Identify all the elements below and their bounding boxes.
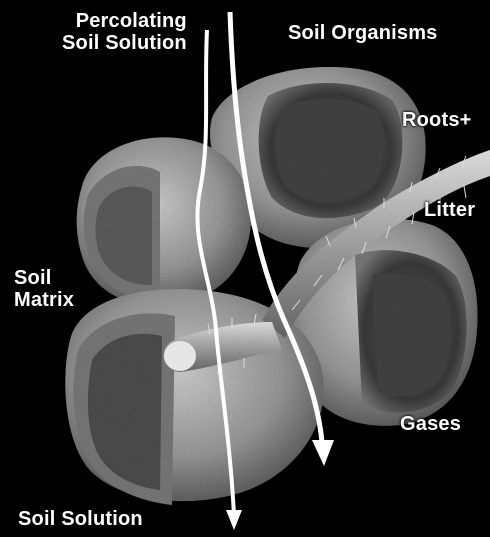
gases-label: Gases — [400, 413, 461, 435]
percolating-soil-solution-label: Percolating Soil Solution — [62, 10, 187, 54]
soil-matrix-line1: Soil — [14, 267, 74, 289]
percolating-line1: Percolating — [62, 10, 187, 32]
percolating-line2: Soil Solution — [62, 32, 187, 54]
soil-matrix-label: Soil Matrix — [14, 267, 74, 311]
left-aggregate — [77, 137, 251, 305]
litter-label: Litter — [424, 199, 475, 221]
soil-matrix-line2: Matrix — [14, 289, 74, 311]
soil-organisms-label: Soil Organisms — [288, 22, 438, 44]
soil-solution-label: Soil Solution — [18, 508, 143, 530]
roots-label: Roots+ — [402, 109, 472, 131]
